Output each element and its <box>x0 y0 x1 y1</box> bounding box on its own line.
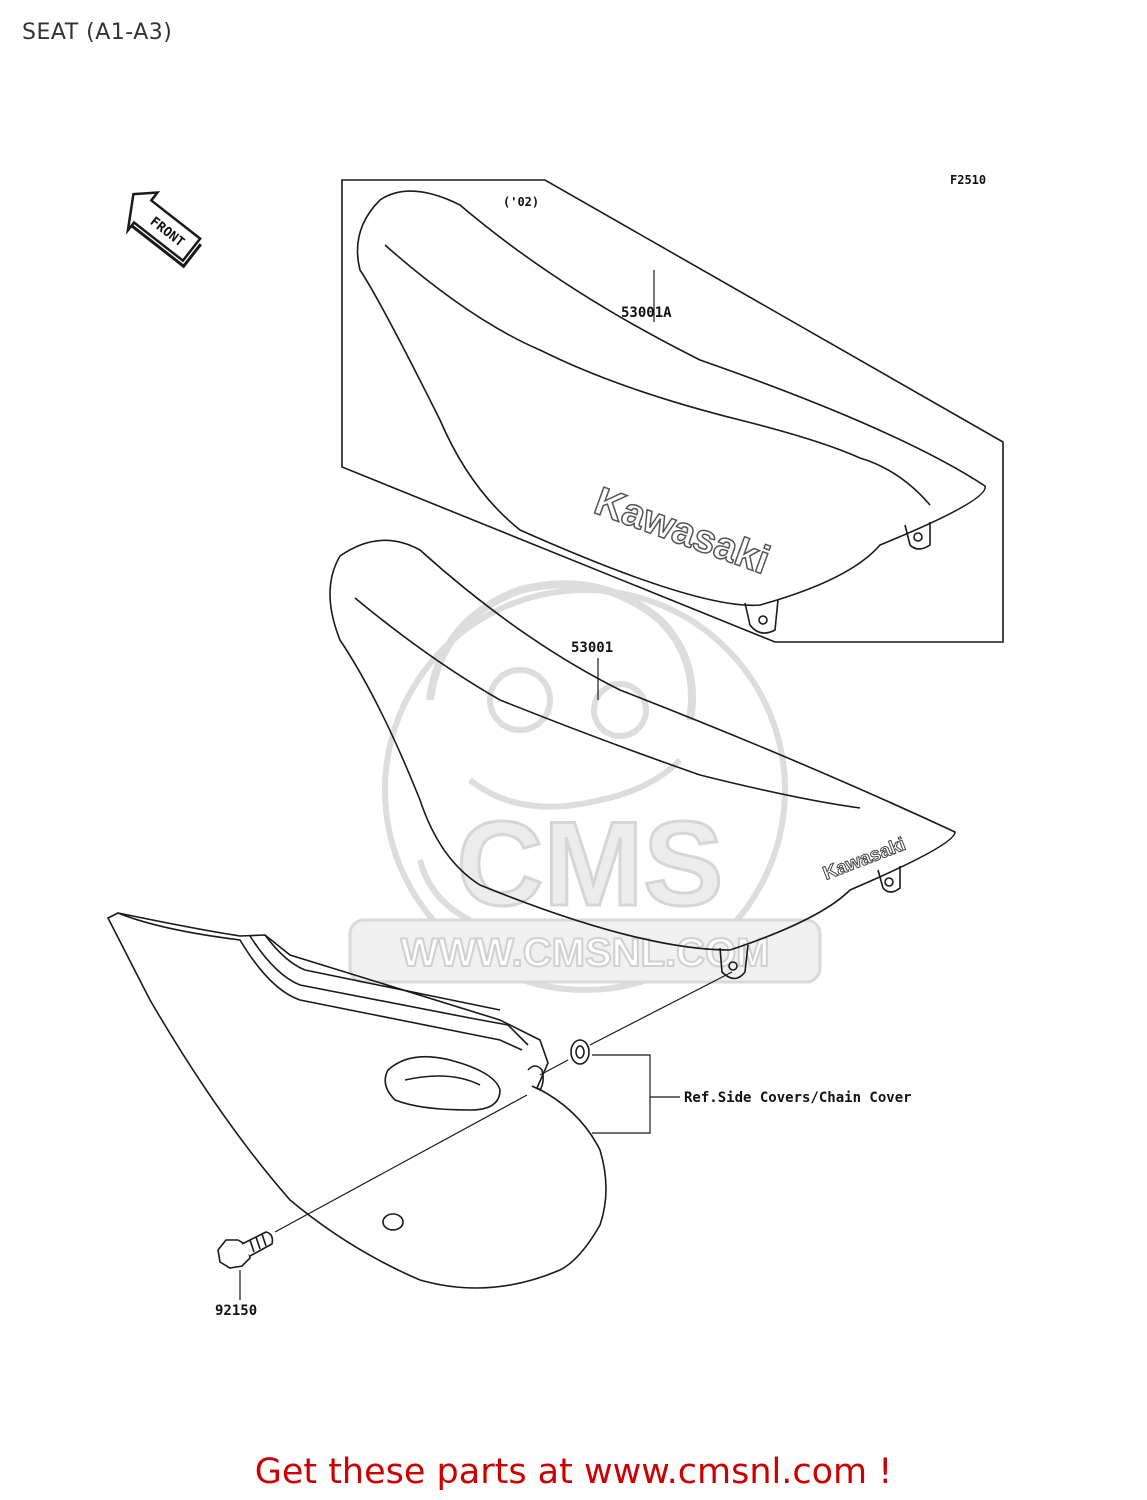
side-cover-bolt-hole <box>382 1213 404 1231</box>
kawasaki-mark-large: Kawasaki <box>589 479 775 583</box>
seat-53001a-crease <box>384 244 861 459</box>
seat-53001-group <box>329 539 956 980</box>
reference-note: Ref.Side Covers/Chain Cover <box>684 1090 912 1106</box>
side-cover-outline <box>106 912 607 1289</box>
side-cover-cutout <box>384 1055 501 1111</box>
side-cover <box>106 912 607 1289</box>
seat-53001a-frame <box>341 179 1004 643</box>
seat-53001a-group <box>341 179 1004 643</box>
side-cover-channel-1 <box>117 912 523 1051</box>
cms-watermark <box>382 580 788 993</box>
page-title: SEAT (A1-A3) <box>22 20 173 45</box>
bolt-92150-icon <box>217 1231 274 1269</box>
side-cover-tab <box>527 1065 544 1092</box>
seat-53001a-bracket-2 <box>904 522 931 550</box>
part-label-92150: 92150 <box>215 1303 257 1319</box>
seat-53001a-outline <box>356 190 986 607</box>
seat-53001-outline <box>329 539 956 951</box>
part-label-53001a: 53001A <box>621 305 672 321</box>
side-cover-cutout-inner <box>404 1075 481 1086</box>
side-cover-channel-3 <box>264 934 501 1011</box>
front-arrow-icon: FRONT <box>125 191 203 269</box>
watermark-url: WWW.CMSNL.COM <box>401 931 770 975</box>
year-note: ('02) <box>503 195 539 209</box>
watermark-logo-text: CMS <box>457 797 724 931</box>
figure-code: F2510 <box>950 173 986 187</box>
seat-53001a-ridge <box>859 457 931 506</box>
seat-53001a-bracket-1 <box>744 599 779 634</box>
seat-53001-bracket-2 <box>877 866 901 893</box>
kawasaki-mark-small: Kawasaki <box>820 834 908 885</box>
grommet <box>570 1039 590 1065</box>
seat-53001-bracket-1 <box>719 944 749 980</box>
promo-link[interactable]: Get these parts at www.cmsnl.com ! <box>254 1452 893 1492</box>
watermark-url-bar <box>348 918 822 984</box>
assembly-lines <box>274 971 733 1233</box>
reference-bracket <box>592 1054 680 1134</box>
side-cover-channel-2 <box>249 935 529 1046</box>
seat-53001-crease <box>354 597 861 809</box>
part-label-53001: 53001 <box>571 640 613 656</box>
